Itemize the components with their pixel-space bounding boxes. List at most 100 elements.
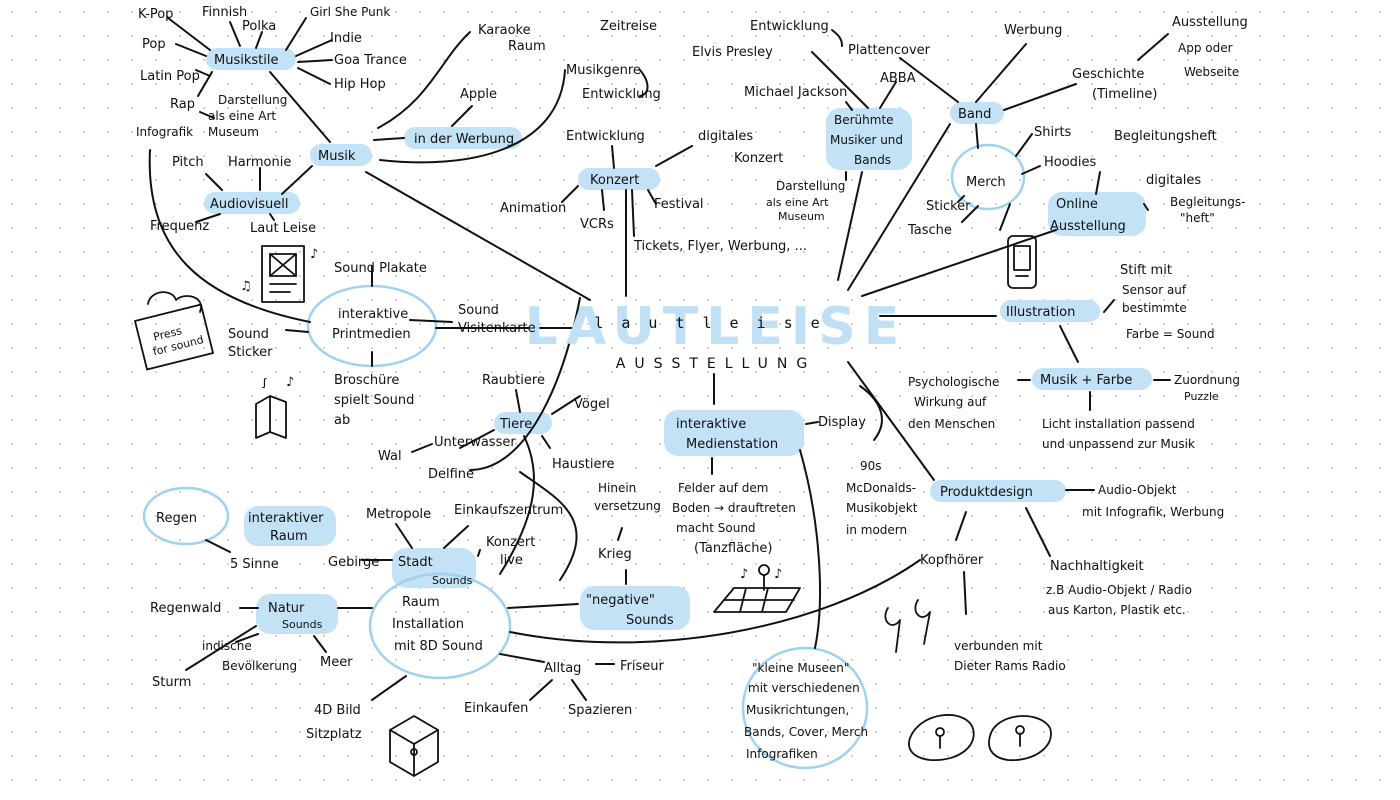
label-regenwald: Regenwald: [150, 601, 221, 616]
label-polka: Polka: [242, 19, 276, 34]
label-ausstellung-app-3: Webseite: [1184, 65, 1239, 79]
label-bild-4d-1: 4D Bild: [314, 703, 361, 718]
label-negative-1: "negative": [586, 593, 655, 608]
label-indische-1: indische: [202, 639, 252, 653]
label-karaoke-1: Karaoke: [478, 23, 531, 38]
cube-doodle: [389, 715, 439, 777]
label-zeitreise: Zeitreise: [600, 19, 657, 34]
label-tiere: Tiere: [499, 417, 532, 432]
label-interaktiver-raum-1: interaktiver: [248, 511, 324, 526]
label-musik: Musik: [318, 149, 356, 164]
label-frequenz: Frequenz: [150, 219, 209, 234]
label-kopfhoerer: Kopfhörer: [920, 553, 984, 568]
subtitle: AUSSTELLUNG: [616, 356, 816, 372]
label-felder-1: Felder auf dem: [678, 481, 768, 495]
label-broschuere-1: Broschüre: [334, 373, 399, 388]
label-zuordnung-1: Zuordnung: [1174, 373, 1240, 387]
phone-doodle: [1007, 235, 1037, 289]
label-stift-1: Stift mit: [1120, 263, 1172, 278]
label-harmonie: Harmonie: [228, 155, 291, 170]
label-digitales-konzert-2: Konzert: [734, 151, 783, 166]
label-fuenf-sinne: 5 Sinne: [230, 557, 279, 572]
label-felder-4: (Tanzfläche): [694, 541, 773, 556]
label-psych-1: Psychologische: [908, 375, 999, 389]
svg-text:♪: ♪: [774, 567, 782, 582]
label-audiovisuell: Audiovisuell: [210, 197, 289, 212]
poster-doodle: ♫ ♪: [240, 245, 318, 303]
label-regen: Regen: [156, 511, 197, 526]
brochure-doodle: ꭍ ♪: [255, 375, 294, 439]
label-licht-2: und unpassend zur Musik: [1042, 437, 1195, 451]
label-stadt-sounds: Sounds: [432, 574, 473, 587]
svg-text:♪: ♪: [310, 247, 318, 262]
label-sound-visitenkarte-1: Sound: [458, 303, 499, 318]
label-darstellung-museum-2: als eine Art: [208, 109, 276, 123]
label-display: Display: [818, 415, 866, 430]
label-sound-sticker-2: Sticker: [228, 345, 273, 360]
label-konzert: Konzert: [590, 173, 639, 188]
label-shirts: Shirts: [1034, 125, 1072, 140]
label-hinein-2: versetzung: [594, 499, 661, 513]
label-mcdonalds-1: 90s: [860, 459, 882, 473]
svg-text:♫: ♫: [240, 279, 252, 294]
label-hinein-1: Hinein: [598, 481, 636, 495]
connector-lines: [148, 17, 1171, 701]
label-festival: Festival: [654, 197, 704, 212]
label-musikgenre-1: Musikgenre: [566, 63, 641, 78]
label-broschuere-2: spielt Sound: [334, 393, 414, 408]
label-sticker: Sticker: [926, 199, 971, 214]
label-vcrs: VCRs: [580, 217, 614, 232]
label-raum-1: Raum: [402, 595, 440, 610]
label-einkaufen: Einkaufen: [464, 701, 528, 716]
label-infografik: Infografik: [136, 125, 193, 139]
label-beruehmte-1: Berühmte: [834, 113, 894, 127]
label-stadt: Stadt: [398, 555, 433, 570]
label-hip-hop: Hip Hop: [334, 77, 386, 92]
label-sound-plakate: Sound Plakate: [334, 261, 427, 276]
label-laut-leise: Laut Leise: [250, 221, 316, 236]
label-natur-sounds: Sounds: [282, 618, 323, 631]
label-verbunden-2: Dieter Rams Radio: [954, 659, 1066, 673]
label-sound-sticker-1: Sound: [228, 327, 269, 342]
node-labels: K-Pop Finnish Polka Girl She Punk Pop Mu…: [136, 5, 1248, 761]
label-merch: Merch: [966, 175, 1006, 190]
label-nachhaltigkeit: Nachhaltigkeit: [1050, 559, 1144, 574]
label-stift-4: Farbe = Sound: [1126, 327, 1215, 341]
label-indische-2: Bevölkerung: [222, 659, 297, 673]
label-haustiere: Haustiere: [552, 457, 615, 472]
label-broschuere-3: ab: [334, 413, 350, 428]
label-begleitungsheft: Begleitungsheft: [1114, 129, 1217, 144]
label-online-1: Online: [1056, 197, 1098, 212]
label-alltag: Alltag: [544, 661, 581, 676]
label-darstellung2-2: als eine Art: [766, 196, 829, 209]
label-darstellung-museum-1: Darstellung: [218, 93, 287, 107]
label-ausstellung-app-2: App oder: [1178, 41, 1233, 55]
label-raubtiere: Raubtiere: [482, 373, 545, 388]
label-tasche: Tasche: [907, 223, 952, 238]
label-beruehmte-3: Bands: [854, 153, 891, 167]
label-psych-3: den Menschen: [908, 417, 995, 431]
label-abba: ABBA: [880, 71, 916, 86]
label-entwicklung-konzert: Entwicklung: [566, 129, 645, 144]
label-latin-pop: Latin Pop: [140, 69, 200, 84]
central-title-group: LAUTLEISE lautleise AUSSTELLUNG: [525, 297, 899, 372]
label-delfine: Delfine: [428, 467, 474, 482]
label-werbung: Werbung: [1004, 23, 1062, 38]
label-unterwasser: Unterwasser: [434, 435, 516, 450]
label-zb-2: aus Karton, Plastik etc.: [1048, 603, 1186, 617]
label-einkaufszentrum: Einkaufszentrum: [454, 503, 563, 518]
label-girl-she-punk: Girl She Punk: [310, 5, 390, 19]
label-pop: Pop: [142, 37, 166, 52]
label-audio-objekt-2: mit Infografik, Werbung: [1082, 505, 1224, 519]
label-bild-4d-2: Sitzplatz: [306, 727, 362, 742]
label-krieg: Krieg: [598, 547, 632, 562]
label-interaktive-medien-1: interaktive: [676, 417, 746, 432]
label-digitales-heft-2: Begleitungs-: [1170, 195, 1245, 209]
label-audio-objekt-1: Audio-Objekt: [1098, 483, 1177, 497]
dance-floor-doodle: ♪ ♪: [713, 564, 801, 613]
label-interaktiver-raum-2: Raum: [270, 529, 308, 544]
label-konzert-live-2: live: [500, 553, 523, 568]
earbuds-doodle: [884, 599, 931, 653]
label-online-2: Ausstellung: [1050, 219, 1126, 234]
